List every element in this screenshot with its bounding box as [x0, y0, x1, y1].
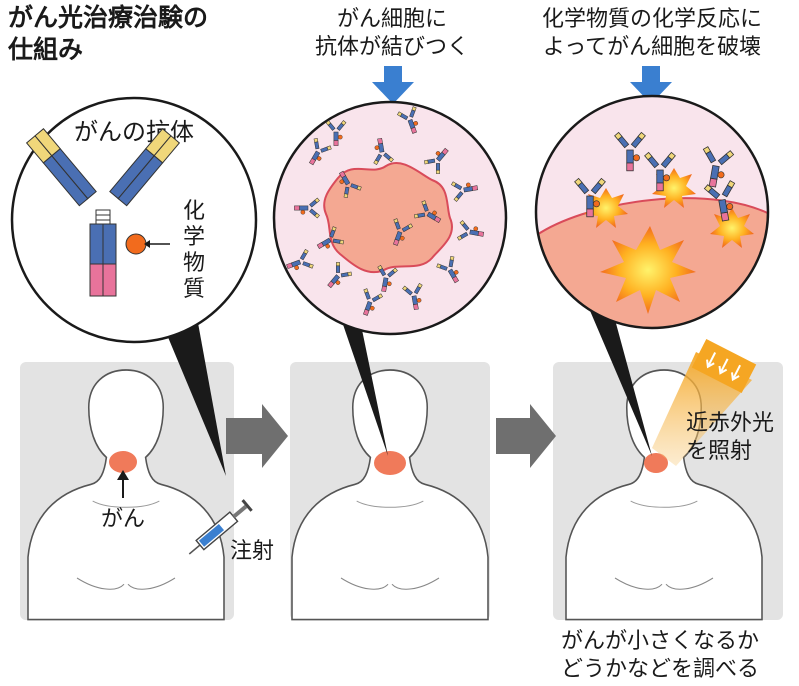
tumor-mark — [644, 453, 668, 473]
injection-label: 注射 — [230, 539, 274, 564]
syringe-icon — [188, 499, 253, 555]
chemical-label-char-4: 質 — [183, 277, 205, 302]
step3-caption-line-1: 化学物質の化学反応に — [542, 7, 762, 32]
down-arrow-icon — [372, 66, 414, 104]
down-arrow-icon — [630, 66, 672, 104]
chemical-label-char-3: 物 — [183, 251, 205, 276]
tumor-mark — [109, 451, 137, 473]
title-line-2: 仕組み — [7, 35, 83, 64]
chemical-label-char-2: 学 — [183, 225, 205, 250]
tumor-label: がん — [101, 507, 145, 532]
antibody-bound-group — [573, 131, 754, 248]
chemical-label-char-1: 化 — [183, 199, 205, 224]
light-source-icon — [691, 339, 757, 393]
callout-pointer — [588, 306, 652, 456]
callout-pointer — [160, 312, 226, 476]
bottom-caption-line-2: どうかなどを調べる — [561, 657, 759, 682]
callout-pointer — [336, 304, 388, 456]
antibody-detail-circle — [10, 96, 258, 344]
light-label-line-2: を照射 — [686, 439, 752, 464]
cell-destruction-burst — [600, 226, 696, 314]
right-arrow-icon — [496, 404, 556, 468]
bottom-caption-line-1: がんが小さくなるか — [561, 629, 759, 654]
cancer-cell — [323, 162, 453, 273]
light-label-line-1: 近赤外光 — [686, 411, 774, 436]
step2-caption-line-2: 抗体が結びつく — [315, 35, 469, 60]
up-arrow-icon — [117, 470, 129, 480]
right-arrow-icon — [226, 404, 288, 468]
title-line-1: がん光治療治験の — [8, 3, 208, 32]
chemical-molecule-icon — [125, 233, 147, 255]
tumor-mark — [374, 451, 406, 475]
step3-caption-line-2: よってがん細胞を破壊 — [543, 35, 761, 60]
antibody-large — [25, 128, 181, 297]
step2-caption-line-1: がん細胞に — [337, 7, 447, 32]
